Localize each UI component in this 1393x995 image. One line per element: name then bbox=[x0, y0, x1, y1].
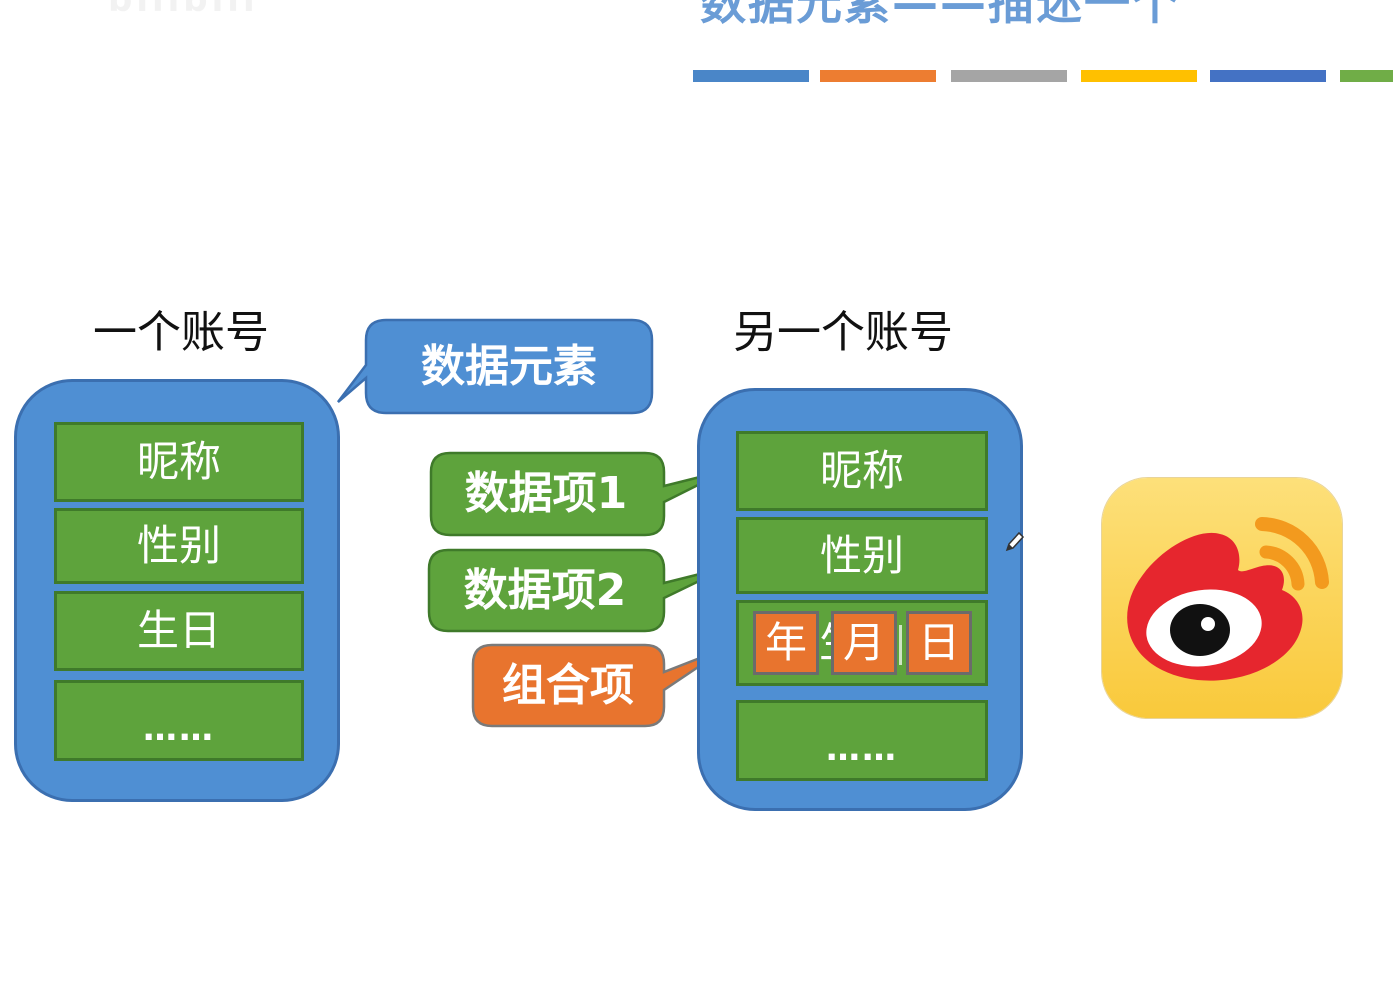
color-bar-6 bbox=[1340, 70, 1393, 82]
right-field-gender: 性别 bbox=[736, 517, 988, 594]
watermark-logo: bilibili bbox=[108, 0, 259, 20]
data-item-2-label: 数据项2 bbox=[463, 565, 627, 616]
birthday-year-cell: 年 bbox=[753, 611, 819, 675]
color-bar-3 bbox=[951, 70, 1067, 82]
left-field-birthday: 生日 bbox=[54, 591, 304, 671]
composite-item-label: 组合项 bbox=[502, 660, 634, 711]
data-element-label: 数据元素 bbox=[421, 341, 597, 392]
data-item-1-label: 数据项1 bbox=[464, 468, 628, 519]
right-field-more: …… bbox=[736, 700, 988, 781]
color-bar-1 bbox=[693, 70, 809, 82]
left-field-more: …… bbox=[54, 680, 304, 761]
slide-header: bilibili 数据元素——描述一个 bbox=[0, 0, 1393, 28]
left-account-block: 昵称 性别 生日 …… bbox=[14, 379, 340, 802]
birthday-month-divider bbox=[899, 625, 902, 665]
slide-title: 数据元素——描述一个 bbox=[700, 0, 1180, 28]
data-element-callout-shape bbox=[337, 318, 654, 415]
right-account-heading: 另一个账号 bbox=[733, 307, 953, 358]
color-bar-5 bbox=[1210, 70, 1326, 82]
left-field-gender: 性别 bbox=[54, 508, 304, 584]
pencil-icon bbox=[1005, 531, 1025, 552]
data-item-2-callout-shape bbox=[427, 548, 729, 633]
birthday-year-suffix-fragment: 生 bbox=[819, 622, 831, 666]
color-bar-2 bbox=[820, 70, 936, 82]
left-field-nickname: 昵称 bbox=[54, 422, 304, 502]
color-bar-4 bbox=[1081, 70, 1197, 82]
weibo-icon bbox=[1102, 478, 1342, 718]
birthday-month-cell: 月 bbox=[831, 611, 897, 675]
right-field-birthday-composite: 年 生 月 日 bbox=[736, 600, 988, 686]
right-field-nickname: 昵称 bbox=[736, 431, 988, 511]
right-account-block: 昵称 性别 年 生 月 日 …… bbox=[697, 388, 1023, 811]
birthday-day-cell: 日 bbox=[906, 611, 972, 675]
data-item-1-callout-shape bbox=[429, 451, 729, 537]
weibo-logo-graphic bbox=[1127, 517, 1329, 681]
composite-item-callout-shape bbox=[471, 643, 729, 728]
left-account-heading: 一个账号 bbox=[93, 307, 269, 358]
